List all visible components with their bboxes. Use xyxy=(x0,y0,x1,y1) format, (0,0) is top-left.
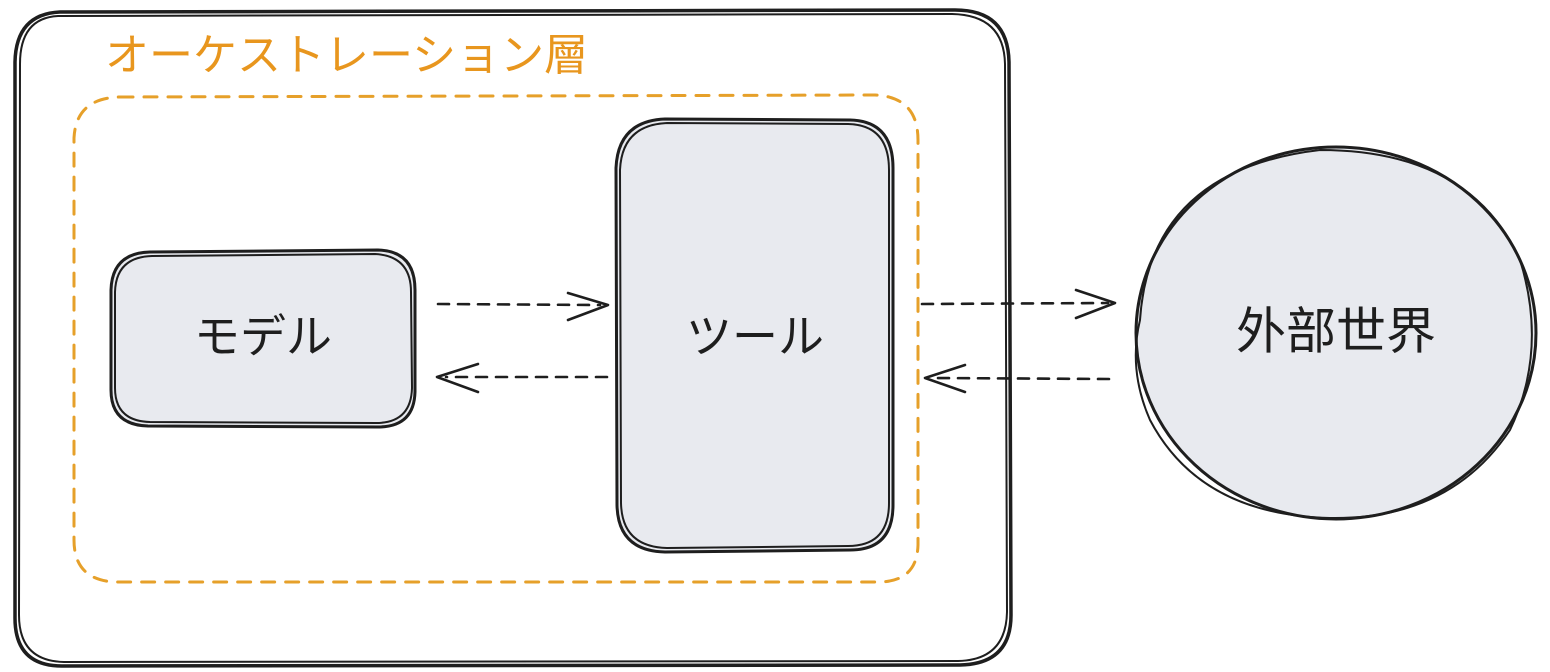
world-label: 外部世界 xyxy=(1236,303,1436,361)
tool-node[interactable]: ツール xyxy=(614,117,895,554)
layer-title: オーケストレーション層 xyxy=(105,30,588,81)
model-label: モデル xyxy=(194,310,332,364)
arrow-tool-to-world xyxy=(920,288,1117,320)
arrow-tool-to-model xyxy=(435,362,609,394)
orchestration-layer: オーケストレーション層 xyxy=(72,30,920,584)
outer-container xyxy=(13,8,1013,668)
arrow-model-to-tool xyxy=(436,291,610,322)
arrow-world-to-tool xyxy=(923,363,1111,394)
external-world-node[interactable]: 外部世界 xyxy=(1134,145,1538,521)
model-node[interactable]: モデル xyxy=(109,248,417,429)
tool-label: ツール xyxy=(686,310,824,364)
